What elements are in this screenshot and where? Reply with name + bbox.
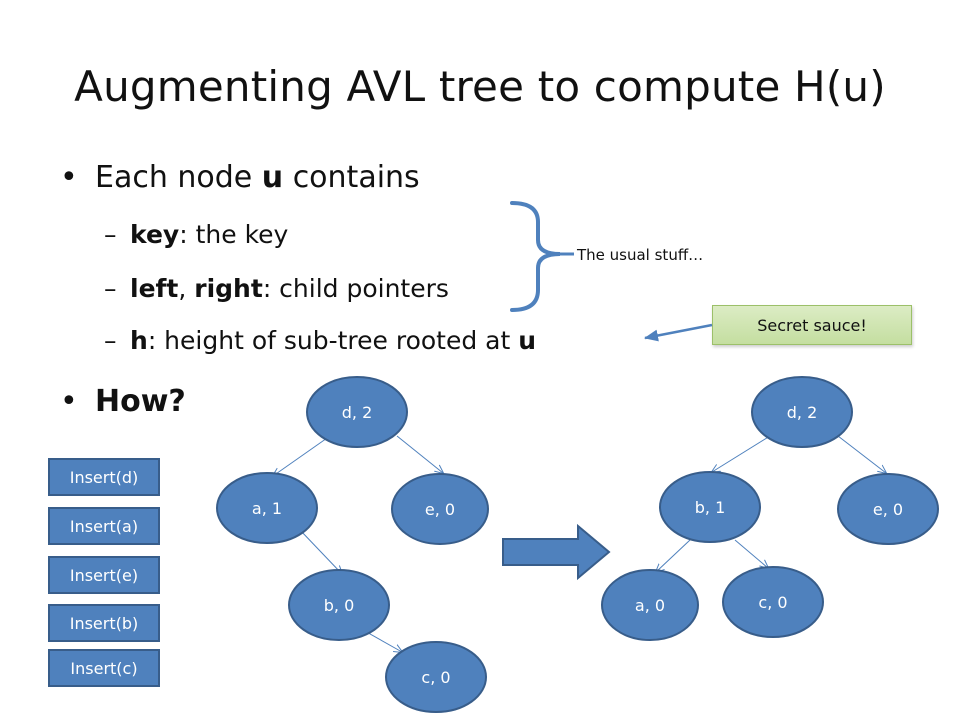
svg-text:e, 0: e, 0 [425, 500, 455, 519]
node-left-d: d, 2 [306, 376, 408, 448]
slide-title: Augmenting AVL tree to compute H(u) [74, 62, 886, 111]
svg-text:c, 0: c, 0 [758, 593, 787, 612]
bullet-dot: • [60, 160, 78, 195]
sub-sep: , [178, 274, 195, 303]
secret-arrow [644, 323, 713, 342]
node-left-a: a, 1 [216, 472, 318, 544]
edge-b-a-right [656, 539, 691, 572]
svg-text:b, 1: b, 1 [695, 498, 726, 517]
transition-arrow [502, 523, 611, 581]
svg-text:a, 1: a, 1 [252, 499, 282, 518]
sub-bullet-height: –h: height of sub-tree rooted at u [104, 326, 537, 355]
insert-e-box: Insert(e) [48, 556, 160, 594]
sub-text: : child pointers [262, 274, 449, 303]
usual-stuff-label: The usual stuff… [577, 246, 704, 264]
insert-a-box: Insert(a) [48, 507, 160, 545]
edge-b-c-right [734, 539, 768, 568]
node-left-e: e, 0 [391, 473, 489, 545]
edge-d-b-right [712, 435, 771, 472]
node-right-c: c, 0 [722, 566, 824, 638]
bullet-dot: • [60, 384, 78, 419]
svg-text:d, 2: d, 2 [342, 403, 373, 422]
node-right-e: e, 0 [837, 473, 939, 545]
svg-text:a, 0: a, 0 [635, 596, 665, 615]
secret-sauce-box: Secret sauce! [712, 305, 912, 345]
svg-text:b, 0: b, 0 [324, 596, 355, 615]
node-right-d: d, 2 [751, 376, 853, 448]
brace-bracket [510, 201, 561, 312]
node-left-c: c, 0 [385, 641, 487, 713]
sub-bold: key [130, 220, 180, 249]
svg-text:c, 0: c, 0 [421, 668, 450, 687]
sub-bold-left: left [130, 274, 179, 303]
how-text: How? [95, 384, 186, 419]
edge-a-b [299, 529, 342, 574]
insert-b-box: Insert(b) [48, 604, 160, 642]
node-left-b: b, 0 [288, 569, 390, 641]
node-right-a: a, 0 [601, 569, 699, 641]
insert-d-box: Insert(d) [48, 458, 160, 496]
sub-bold-u: u [518, 326, 537, 355]
bullet-text: Each node [95, 160, 262, 195]
svg-text:e, 0: e, 0 [873, 500, 903, 519]
edge-d-a [273, 435, 331, 476]
sub-text: : the key [179, 220, 289, 249]
sub-bold-right: right [194, 274, 263, 303]
bullet-text-end: contains [283, 160, 420, 195]
edge-d-e [396, 435, 443, 473]
sub-bold-h: h [130, 326, 148, 355]
bullet-bold: u [261, 160, 284, 195]
node-right-b: b, 1 [659, 471, 761, 543]
sub-text: : height of sub-tree rooted at [147, 326, 519, 355]
edge-d-e-right [837, 435, 886, 473]
sub-bullet-pointers: –left, right: child pointers [104, 274, 449, 303]
insert-c-box: Insert(c) [48, 649, 160, 687]
svg-text:d, 2: d, 2 [787, 403, 818, 422]
sub-bullet-key: –key: the key [104, 220, 289, 249]
